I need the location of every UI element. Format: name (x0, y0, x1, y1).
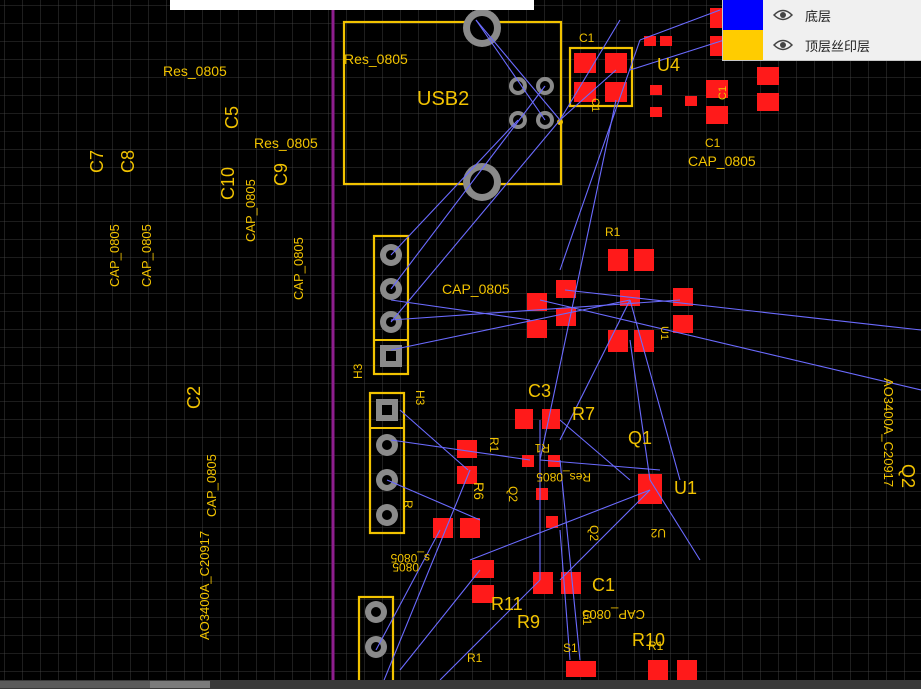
component-pads[interactable] (433, 8, 779, 680)
silk-label: Q2 (898, 464, 918, 488)
silk-label: CAP_0805 (243, 179, 258, 242)
silk-label: R6 (471, 482, 487, 500)
silk-label: C1 (589, 98, 601, 112)
silk-label: Res_0805 (254, 135, 318, 151)
silk-label: CAP_0805 (442, 281, 510, 297)
silk-label: C2 (184, 386, 204, 409)
layer-name: 顶层丝印层 (805, 40, 871, 55)
silk-label: U1 (658, 326, 670, 340)
silk-label: H3 (351, 363, 365, 379)
silk-label: C1 (592, 575, 615, 595)
header-bottom[interactable] (357, 595, 395, 680)
silk-label: U2 (650, 526, 666, 540)
silk-label: Q1 (628, 428, 652, 448)
silk-label: R1 (534, 441, 550, 455)
silk-label: CAP_0805 (107, 224, 122, 287)
silk-label: Q2 (506, 486, 520, 502)
silk-label: AO3400A_C20917 (881, 378, 896, 487)
scrollbar-thumb[interactable] (0, 681, 150, 688)
toolbar-overlay (170, 0, 534, 10)
silk-label: R1 (605, 225, 621, 239)
silk-label: R1 (487, 437, 501, 453)
silk-label: C1 (579, 31, 595, 45)
silk-label: C10 (218, 167, 238, 200)
layer-name: 底层 (805, 10, 832, 25)
silk-label: R9 (517, 612, 540, 632)
silk-label: R11 (491, 594, 523, 614)
silk-label: R1 (467, 651, 483, 665)
header-h3-lower[interactable] (368, 391, 406, 535)
silk-label: C1 (580, 610, 594, 626)
layer-row-top-silk[interactable]: 顶层丝印层 (723, 30, 921, 60)
ratsnest (375, 9, 921, 680)
silk-label: USB2 (417, 88, 469, 110)
silk-label: Res_0805 (536, 470, 591, 484)
silk-label: U4 (657, 55, 680, 75)
layer-color-swatch[interactable] (723, 0, 763, 30)
silk-label: CAP_0805 (204, 454, 219, 517)
silk-label: AO3400A_C20917 (197, 531, 212, 640)
layer-color-swatch[interactable] (723, 30, 763, 60)
silk-label: Res_0805 (163, 63, 227, 79)
silk-label: C1 (717, 86, 729, 100)
silk-label: C1 (705, 136, 721, 150)
scrollbar-thumb-secondary[interactable] (150, 681, 210, 688)
silk-label: R (401, 500, 415, 509)
layers-panel[interactable]: 底层 顶层丝印层 (722, 0, 921, 61)
silk-label: H3 (413, 390, 427, 406)
silk-label: C7 (87, 150, 107, 173)
horizontal-scrollbar[interactable] (0, 680, 921, 689)
layer-row-bottom[interactable]: 底层 (723, 0, 921, 30)
silk-label: R1 (648, 639, 664, 653)
silk-label: CAP_0805 (688, 153, 756, 169)
silk-label: R7 (572, 404, 595, 424)
silk-label: C8 (118, 150, 138, 173)
silk-label: C5 (222, 106, 242, 129)
silk-label: C9 (271, 163, 291, 186)
silkscreen-labels: Res_0805 C5 C7 C8 Res_0805 C10 C9 CAP_08… (87, 31, 918, 665)
silk-label: CAP_0805 (582, 607, 645, 622)
silk-label: Res_0805 (344, 51, 408, 67)
eye-icon[interactable] (773, 7, 793, 23)
silk-label: C3 (528, 381, 551, 401)
silk-label: CAP_0805 (139, 224, 154, 287)
silk-label: 0805 (392, 560, 419, 574)
silk-label: Q2 (587, 525, 601, 541)
silk-label: s_0805 (390, 551, 430, 565)
eye-icon[interactable] (773, 37, 793, 53)
silk-label: U1 (674, 478, 697, 498)
silk-label: R10 (632, 630, 665, 650)
silk-label: S1 (563, 641, 578, 655)
silk-label: CAP_0805 (291, 237, 306, 300)
